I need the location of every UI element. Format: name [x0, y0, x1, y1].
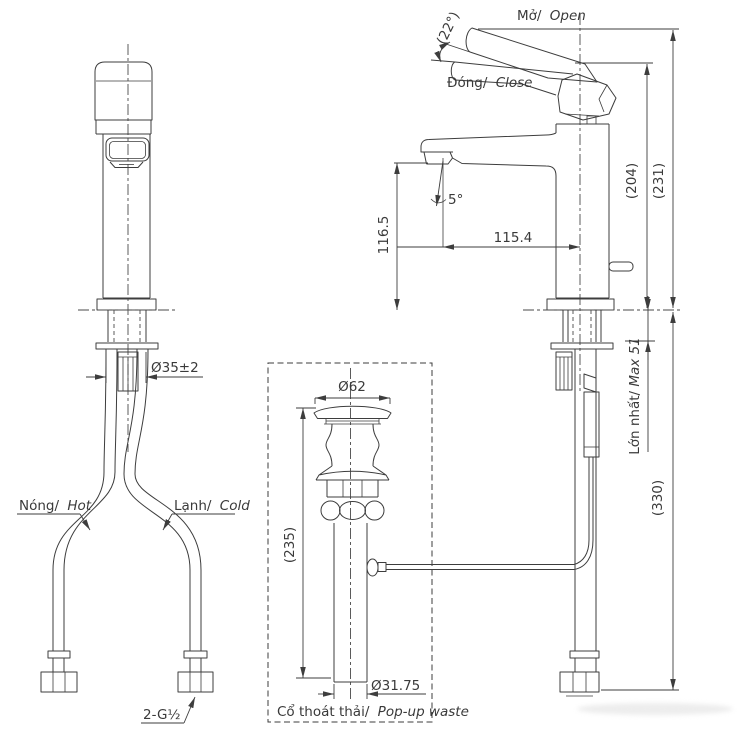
handle-angle-text: (22°): [434, 9, 463, 47]
height-open-dimension: (231): [651, 30, 676, 308]
popup-rod: [366, 558, 574, 577]
height-open-text: (231): [651, 163, 667, 199]
close-label-en: Close: [496, 75, 533, 91]
flange-diameter-dimension: Ø62: [314, 379, 391, 404]
thread-leader-arrow: [183, 696, 196, 724]
side-mounting: [550, 310, 614, 391]
popup-label-en: Pop-up waste: [378, 704, 469, 720]
hot-label-en: Hot: [67, 498, 91, 514]
open-label: Mở/ Open: [517, 8, 586, 24]
supply-hoses: [40, 348, 214, 693]
height-extension-lines: [478, 28, 679, 64]
stream-angle-text: 5°: [448, 192, 463, 208]
max-deck-vi: Lớn nhất/: [627, 390, 643, 454]
side-hose: [559, 349, 600, 697]
hose-length-text: (330): [650, 480, 666, 516]
close-label: Đóng/ Close: [447, 75, 532, 91]
flange-diameter-text: Ø62: [338, 379, 366, 395]
handle-angle-dimension: (22°): [430, 9, 471, 63]
waste-height-text: (235): [282, 527, 298, 563]
handle-open-outline: [465, 27, 598, 83]
cold-leader-arrow: [162, 513, 173, 531]
height-closed-dimension: (204): [624, 64, 650, 308]
hole-diameter-dimension: Ø35±2: [86, 352, 203, 383]
popup-waste-view: Ø62 (235): [267, 362, 574, 723]
hot-hose-nut: [40, 671, 78, 693]
cold-label-en: Cold: [220, 498, 250, 514]
watermark-smudge: [577, 703, 733, 715]
open-label-vi: Mở/: [517, 8, 542, 24]
hot-leader-arrow: [79, 513, 91, 531]
svg-text:Nóng/ Hot: Nóng/ Hot: [19, 498, 92, 514]
max-deck-text: Lớn nhất/ Max 51: [627, 337, 643, 455]
hose-length-dimension: (330): [601, 312, 679, 691]
spout-height-dimension: 116.5: [376, 162, 428, 310]
close-label-vi: Đóng/: [447, 75, 488, 91]
spout-height-text: 116.5: [376, 216, 392, 255]
hot-label-vi: Nóng/: [19, 498, 59, 514]
hot-label: Nóng/ Hot: [17, 498, 92, 531]
waste-height-dimension: (235): [282, 407, 331, 679]
thread-label: 2-G½: [141, 696, 196, 724]
open-label-en: Open: [550, 8, 586, 24]
water-stream: 5°: [430, 158, 463, 247]
popup-label-vi: Cổ thoát thải/: [277, 703, 370, 720]
tail-diameter-dimension: Ø31.75: [318, 678, 426, 699]
front-mounting: [95, 310, 159, 392]
spout-reach-text: 115.4: [494, 230, 533, 246]
max-deck-en: Max 51: [627, 337, 643, 386]
thread-size-text: 2-G½: [143, 707, 181, 723]
front-body: [96, 134, 157, 311]
side-lift-rod: [573, 373, 600, 570]
max-deck-dimension: Lớn nhất/ Max 51: [625, 296, 655, 455]
front-handle: [94, 61, 153, 135]
popup-waste-box: [267, 362, 433, 723]
popup-waste-label: Cổ thoát thải/ Pop-up waste: [277, 703, 469, 720]
svg-text:Lạnh/ Cold: Lạnh/ Cold: [174, 498, 250, 514]
cold-label-vi: Lạnh/: [174, 498, 212, 514]
popup-waste-body: [313, 405, 392, 683]
cold-hose-nut: [177, 671, 214, 693]
front-view: Nóng/ Hot Lạnh/ Cold 2-G½ Ø35±2: [17, 44, 250, 724]
hole-diameter-text: Ø35±2: [151, 360, 199, 376]
side-body-spout: [420, 123, 634, 311]
handle-closed-outline: [450, 61, 617, 125]
height-closed-text: (204): [624, 163, 640, 199]
lift-rod-knob: [608, 261, 634, 272]
side-view: (22°) Mở/ Open Đóng/ Close 5°: [376, 8, 681, 697]
spout-reach-dimension: 115.4: [397, 230, 580, 250]
cold-label: Lạnh/ Cold: [162, 498, 250, 531]
tail-diameter-text: Ø31.75: [371, 678, 420, 694]
